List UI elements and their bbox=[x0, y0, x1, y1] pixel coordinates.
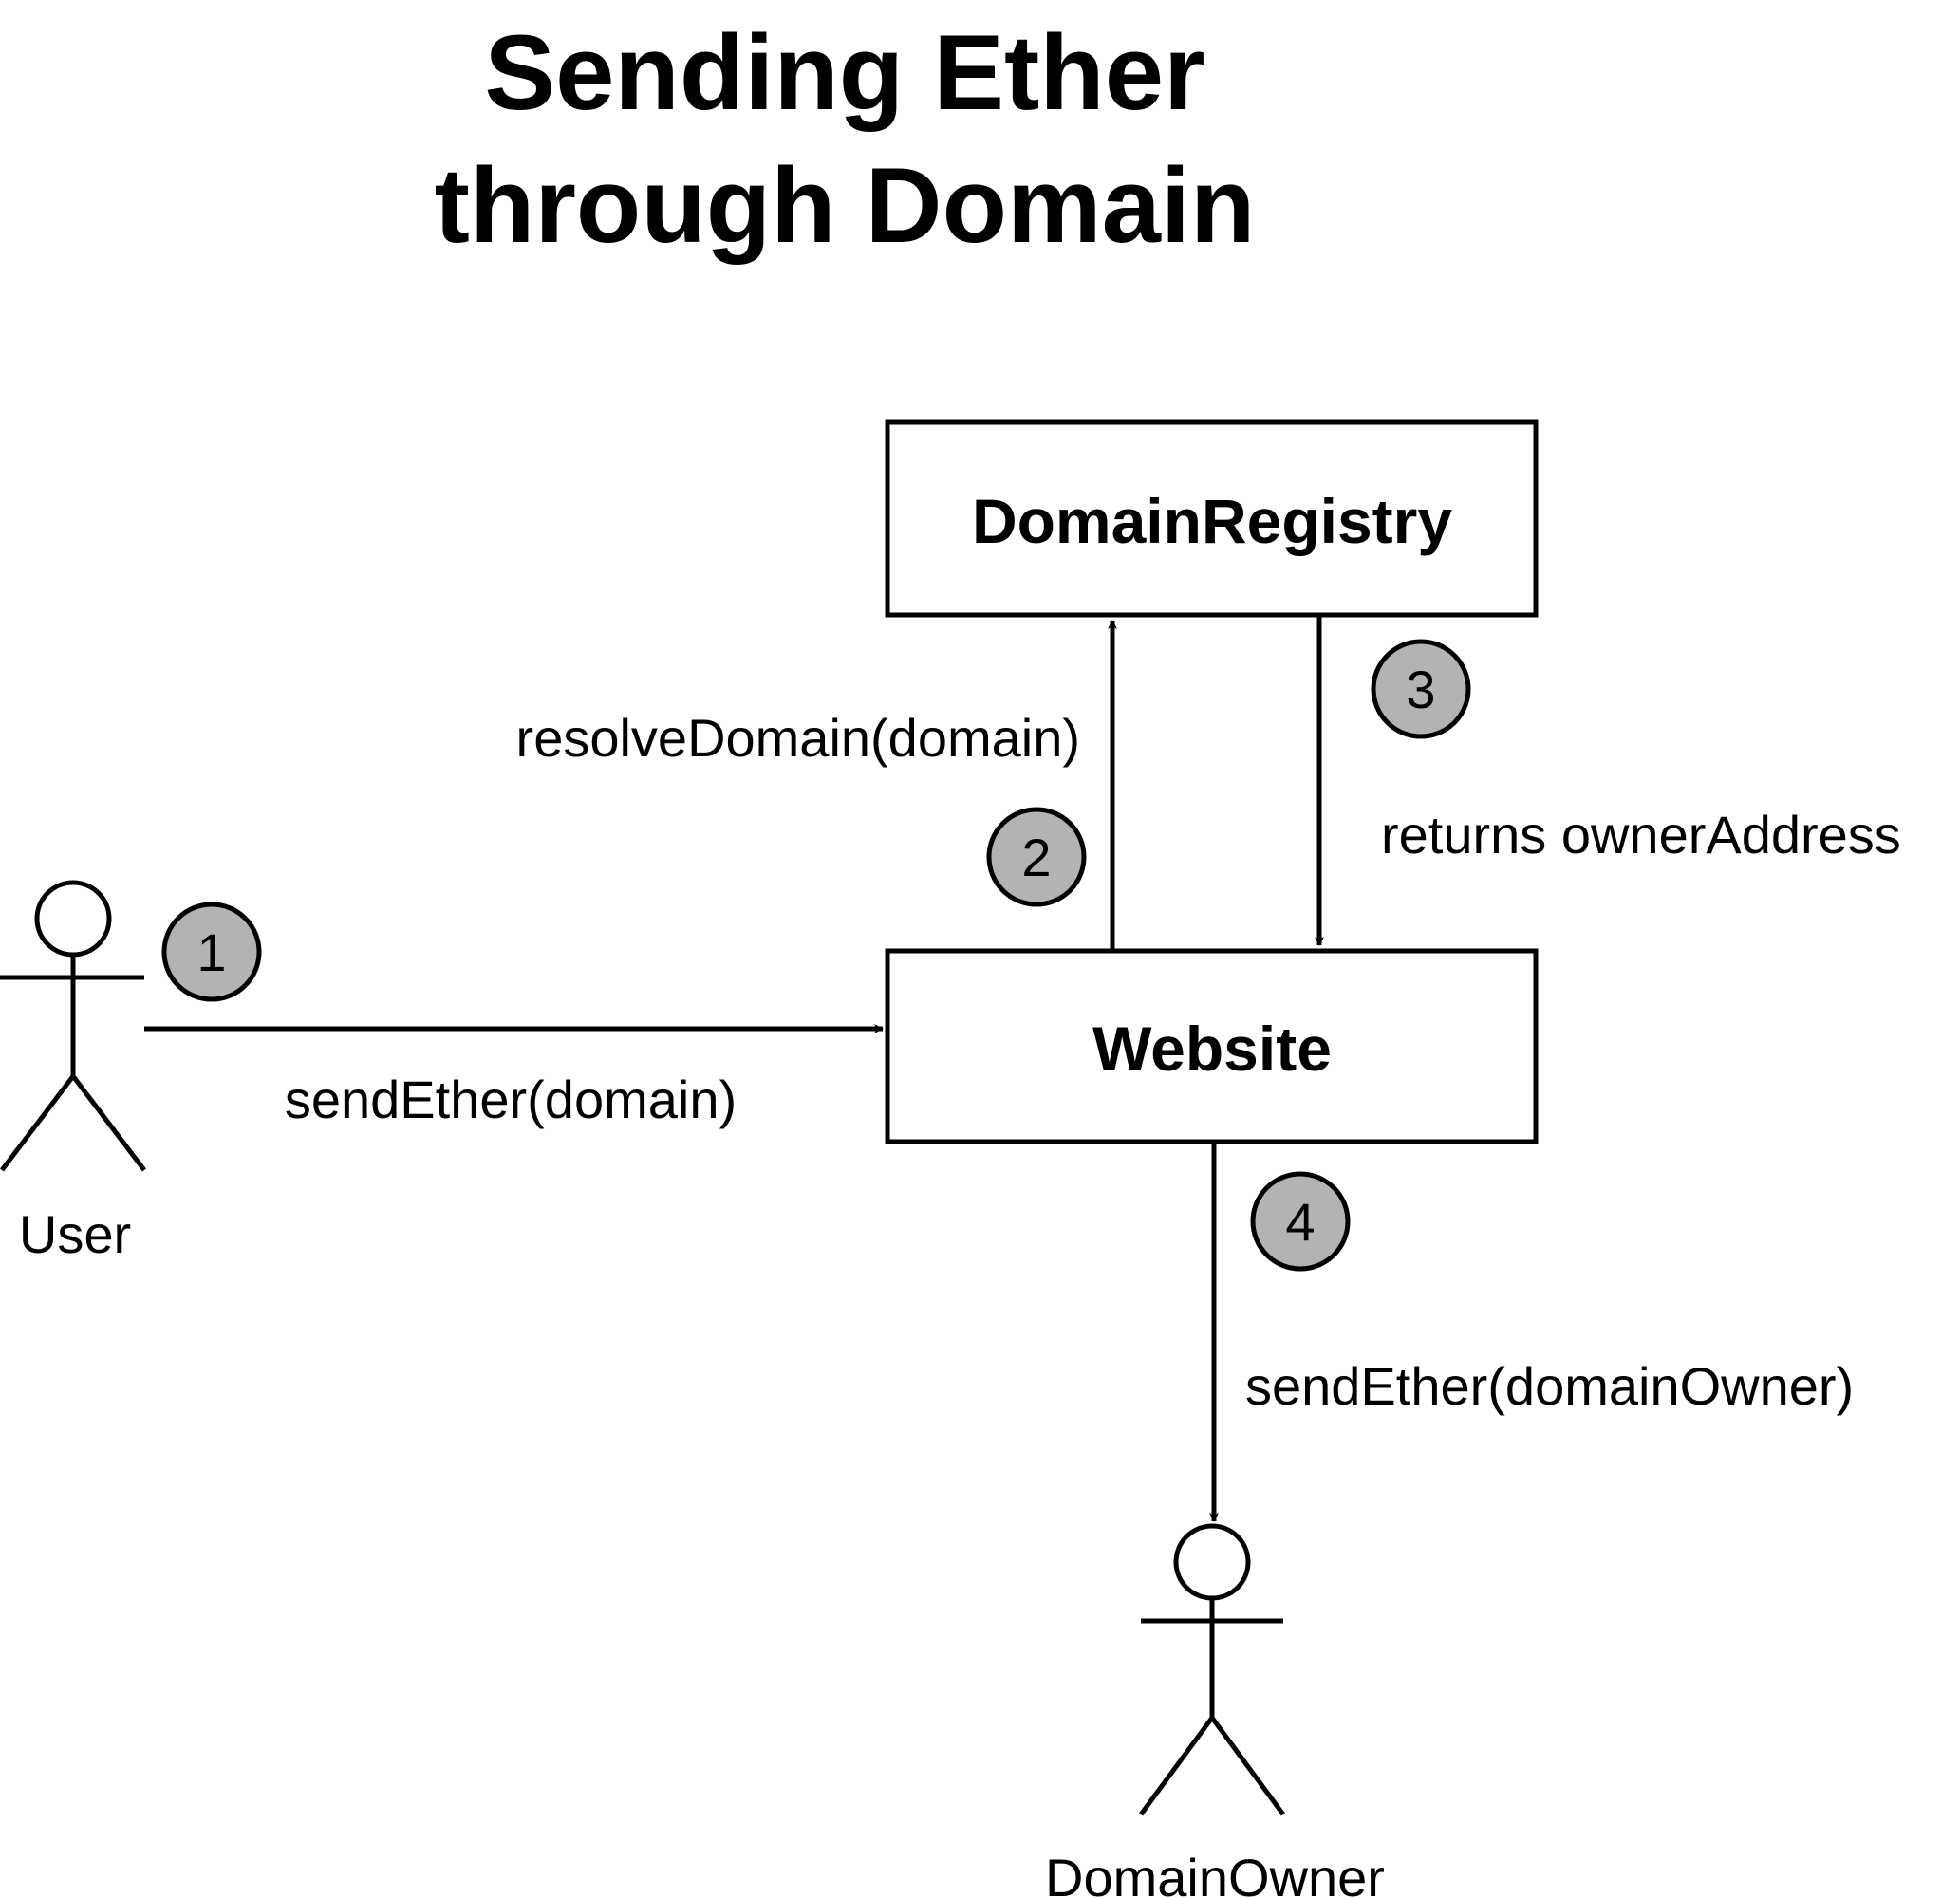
user-actor-label: User bbox=[19, 1204, 131, 1264]
edge-returns-owner-address[interactable]: returns ownerAddress bbox=[1315, 615, 1901, 946]
user-actor-right-leg bbox=[71, 1074, 146, 1172]
user-actor[interactable]: User bbox=[0, 880, 146, 1264]
step-badge-4-label: 4 bbox=[1285, 1192, 1315, 1252]
step-badge-2: 2 bbox=[986, 807, 1087, 907]
edge-returns-owner-address-label: returns ownerAddress bbox=[1381, 805, 1901, 865]
owner-actor-head bbox=[1173, 1523, 1251, 1601]
diagram-title-line2: through Domain bbox=[435, 146, 1256, 265]
step-badge-1: 1 bbox=[161, 902, 262, 1002]
step-badge-3-label: 3 bbox=[1406, 660, 1435, 719]
owner-actor-right-leg bbox=[1209, 1716, 1286, 1816]
edge-send-ether-owner-label: sendEther(domainOwner) bbox=[1245, 1356, 1854, 1416]
step-badge-4: 4 bbox=[1250, 1171, 1351, 1272]
edge-send-ether-domain-label: sendEther(domain) bbox=[285, 1070, 737, 1129]
user-actor-left-leg bbox=[0, 1074, 75, 1172]
domain-owner-actor[interactable]: DomainOwner bbox=[1045, 1523, 1385, 1898]
step-badge-3: 3 bbox=[1371, 639, 1471, 739]
edge-send-ether-domain[interactable]: sendEther(domain) bbox=[144, 1024, 884, 1129]
owner-actor-label: DomainOwner bbox=[1045, 1848, 1385, 1898]
step-badge-1-label: 1 bbox=[196, 922, 226, 982]
diagram-title-line1: Sending Ether bbox=[484, 13, 1204, 132]
user-actor-head bbox=[34, 880, 112, 958]
edge-resolve-domain[interactable]: resolveDomain(domain) bbox=[516, 620, 1117, 951]
website-label: Website bbox=[1092, 1014, 1332, 1084]
step-badge-2-label: 2 bbox=[1021, 828, 1051, 887]
website-node[interactable]: Website bbox=[885, 948, 1539, 1144]
edge-send-ether-owner[interactable]: sendEther(domainOwner) bbox=[1209, 1142, 1854, 1522]
domain-registry-node[interactable]: DomainRegistry bbox=[885, 419, 1539, 618]
domain-registry-label: DomainRegistry bbox=[972, 486, 1452, 556]
owner-actor-left-leg bbox=[1138, 1716, 1215, 1816]
edge-resolve-domain-label: resolveDomain(domain) bbox=[516, 708, 1080, 768]
